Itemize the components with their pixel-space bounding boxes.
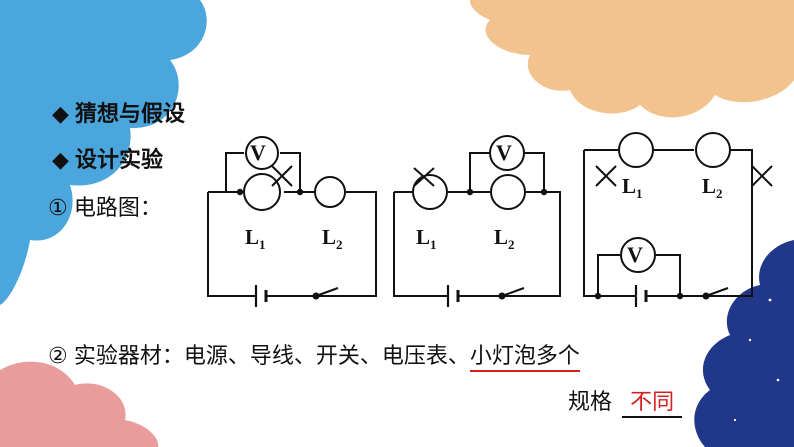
voltmeter-circuit-3: [620, 237, 656, 273]
materials-answer: 小灯泡多个: [469, 338, 580, 372]
voltmeter-label-1: V: [250, 140, 266, 165]
circuit-label: ① 电路图：: [48, 195, 162, 220]
diamond-bullet-icon: ◆: [52, 147, 69, 172]
voltmeter-circuit-1: [245, 136, 279, 170]
lamp-label-l1: L1: [622, 174, 643, 202]
navy-cloud: [694, 240, 794, 447]
lamp-label-l2: L2: [494, 225, 515, 253]
lamp-l2-circuit-3: [695, 132, 731, 168]
heading-design-text: 设计实验: [75, 147, 164, 172]
lamp-l2-circuit-1: [314, 176, 346, 208]
spec-line: 规格 不同: [568, 384, 683, 418]
voltmeter-label-2: V: [496, 140, 512, 165]
heading-guess: ◆ 猜想与假设: [52, 96, 185, 128]
heading-guess-text: 猜想与假设: [75, 101, 186, 126]
lamp-label-l1: L1: [245, 225, 266, 253]
circuit-1: [207, 136, 377, 307]
lamp-l1-circuit-2: [412, 174, 448, 210]
materials-line: ② 实验器材：电源、导线、开关、电压表、小灯泡多个: [48, 338, 580, 372]
lamp-l1-circuit-3: [618, 132, 654, 168]
materials-prefix: ② 实验器材：电源、导线、开关、电压表、: [48, 343, 470, 368]
circuit-2: [393, 135, 561, 307]
orange-cloud: [470, 0, 794, 118]
voltmeter-label-3: V: [627, 242, 643, 267]
lamp-l1-circuit-1: [243, 173, 281, 211]
lamp-l2-circuit-2: [490, 174, 526, 210]
lamp-label-l2: L2: [322, 225, 343, 253]
pink-cloud: [0, 361, 159, 447]
lamp-label-l1: L1: [416, 225, 437, 253]
heading-design: ◆ 设计实验: [52, 142, 163, 174]
blue-cloud: [0, 0, 207, 305]
diamond-bullet-icon: ◆: [52, 101, 69, 126]
voltmeter-circuit-2: [489, 135, 525, 171]
lamp-label-l2: L2: [702, 174, 723, 202]
spec-label: 规格: [568, 389, 613, 414]
spec-answer: 不同: [622, 384, 683, 418]
circuit-3: [583, 132, 773, 307]
